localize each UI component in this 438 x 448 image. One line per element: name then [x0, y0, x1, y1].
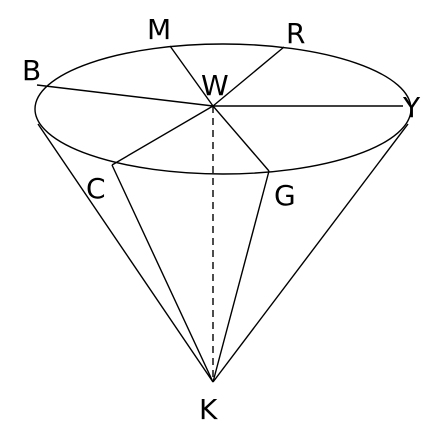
label-W: W — [201, 69, 229, 102]
label-G: G — [274, 179, 296, 212]
label-R: R — [286, 17, 305, 50]
label-K: K — [199, 393, 218, 426]
slant-right — [212, 123, 409, 383]
radius-WC — [111, 105, 214, 166]
radius-WM — [169, 45, 214, 107]
slant-left — [37, 123, 214, 383]
label-M: M — [147, 13, 171, 46]
cone-base-ellipse — [34, 43, 412, 175]
radius-WR — [212, 46, 285, 107]
edge-GK — [212, 170, 270, 383]
radius-WG — [212, 105, 270, 172]
edge-CK — [111, 164, 214, 383]
label-B: B — [22, 54, 41, 87]
radius-WB — [36, 84, 214, 107]
label-Y: Y — [402, 91, 421, 124]
label-C: C — [86, 172, 106, 205]
